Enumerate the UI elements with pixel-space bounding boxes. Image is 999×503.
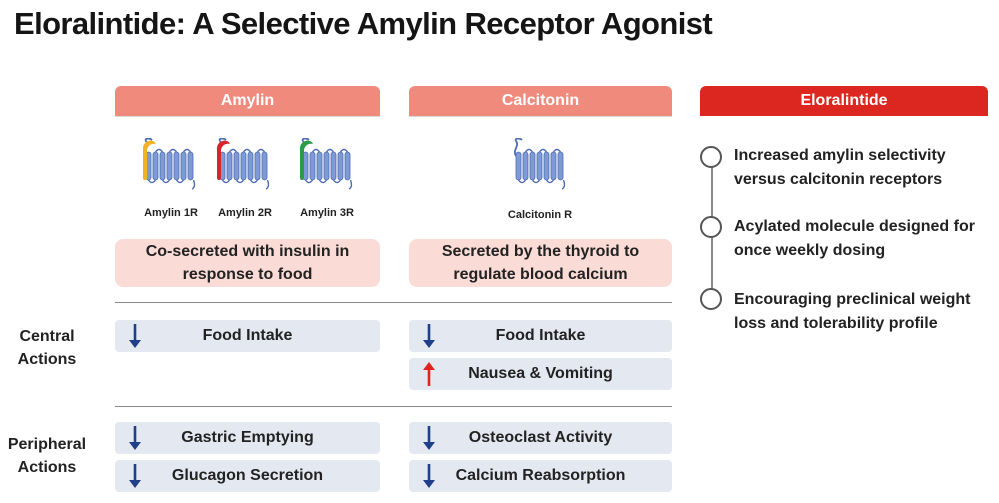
up-arrow-icon	[423, 362, 435, 386]
action-text: Calcium Reabsorption	[455, 467, 626, 484]
eloralintide-bullet-2: Acylated molecule designed for once week…	[734, 215, 996, 263]
central-actions-label: Central Actions	[0, 325, 94, 371]
amylin-3r-label: Amylin 3R	[300, 207, 354, 219]
amylin-3r-receptor-icon	[299, 138, 353, 190]
action-text: Nausea & Vomiting	[468, 365, 613, 382]
bullet-3-line-1: Encouraging preclinical weight	[734, 291, 971, 308]
down-arrow-icon	[423, 324, 435, 348]
peripheral-label-line-1: Peripheral	[7, 436, 87, 453]
amylin-peripheral-action-gastric-emptying: Gastric Emptying	[115, 422, 380, 454]
amylin-description: Co-secreted with insulin in response to …	[115, 239, 380, 287]
down-arrow-icon	[129, 324, 141, 348]
amylin-2r-receptor-icon	[216, 138, 270, 190]
amylin-2r-label: Amylin 2R	[218, 207, 272, 219]
action-text: Gastric Emptying	[181, 429, 314, 446]
central-label-line-2: Actions	[17, 351, 77, 368]
bullet-3-line-2: loss and tolerability profile	[734, 315, 938, 332]
calcitonin-header: Calcitonin	[409, 86, 672, 116]
peripheral-divider	[115, 406, 672, 407]
amylin-central-action-food-intake: Food Intake	[115, 320, 380, 352]
peripheral-label-line-2: Actions	[17, 459, 77, 476]
bullet-circle-icon	[700, 146, 722, 168]
action-text: Osteoclast Activity	[468, 429, 613, 446]
calcitonin-r-receptor-icon	[513, 138, 566, 190]
action-text: Food Intake	[495, 327, 586, 344]
calcitonin-description: Secreted by the thyroid to regulate bloo…	[409, 239, 672, 287]
amylin-1r-receptor-icon	[142, 138, 196, 190]
calcitonin-peripheral-action-osteoclast-activity: Osteoclast Activity	[409, 422, 672, 454]
amylin-peripheral-action-glucagon-secretion: Glucagon Secretion	[115, 460, 380, 492]
bullet-2-line-2: once weekly dosing	[734, 242, 886, 259]
action-text: Glucagon Secretion	[171, 467, 324, 484]
bullet-1-line-2: versus calcitonin receptors	[734, 171, 943, 188]
calcitonin-peripheral-action-calcium-reabsorption: Calcium Reabsorption	[409, 460, 672, 492]
bullet-circle-icon	[700, 288, 722, 310]
peripheral-actions-label: Peripheral Actions	[0, 433, 94, 479]
central-divider	[115, 302, 672, 303]
bullet-2-line-1: Acylated molecule designed for	[734, 218, 975, 235]
eloralintide-bullet-3: Encouraging preclinical weight loss and …	[734, 288, 996, 336]
calcitonin-central-action-food-intake: Food Intake	[409, 320, 672, 352]
amylin-header: Amylin	[115, 86, 380, 116]
amylin-1r-label: Amylin 1R	[144, 207, 198, 219]
calcitonin-description-line-2: regulate blood calcium	[453, 266, 628, 283]
calcitonin-central-action-nausea: Nausea & Vomiting	[409, 358, 672, 390]
amylin-description-line-2: response to food	[182, 266, 313, 283]
bullet-1-line-1: Increased amylin selectivity	[734, 147, 946, 164]
central-label-line-1: Central	[19, 328, 75, 345]
down-arrow-icon	[129, 426, 141, 450]
amylin-description-line-1: Co-secreted with insulin in	[145, 243, 350, 260]
calcitonin-description-line-1: Secreted by the thyroid to	[441, 243, 640, 260]
down-arrow-icon	[129, 464, 141, 488]
action-text: Food Intake	[202, 327, 293, 344]
down-arrow-icon	[423, 426, 435, 450]
calcitonin-header-underline	[409, 116, 672, 117]
eloralintide-bullet-1: Increased amylin selectivity versus calc…	[734, 144, 996, 192]
amylin-header-underline	[115, 116, 380, 117]
page-title: Eloralintide: A Selective Amylin Recepto…	[14, 6, 713, 41]
bullet-circle-icon	[700, 216, 722, 238]
eloralintide-header: Eloralintide	[700, 86, 988, 116]
calcitonin-r-label: Calcitonin R	[507, 209, 573, 221]
down-arrow-icon	[423, 464, 435, 488]
